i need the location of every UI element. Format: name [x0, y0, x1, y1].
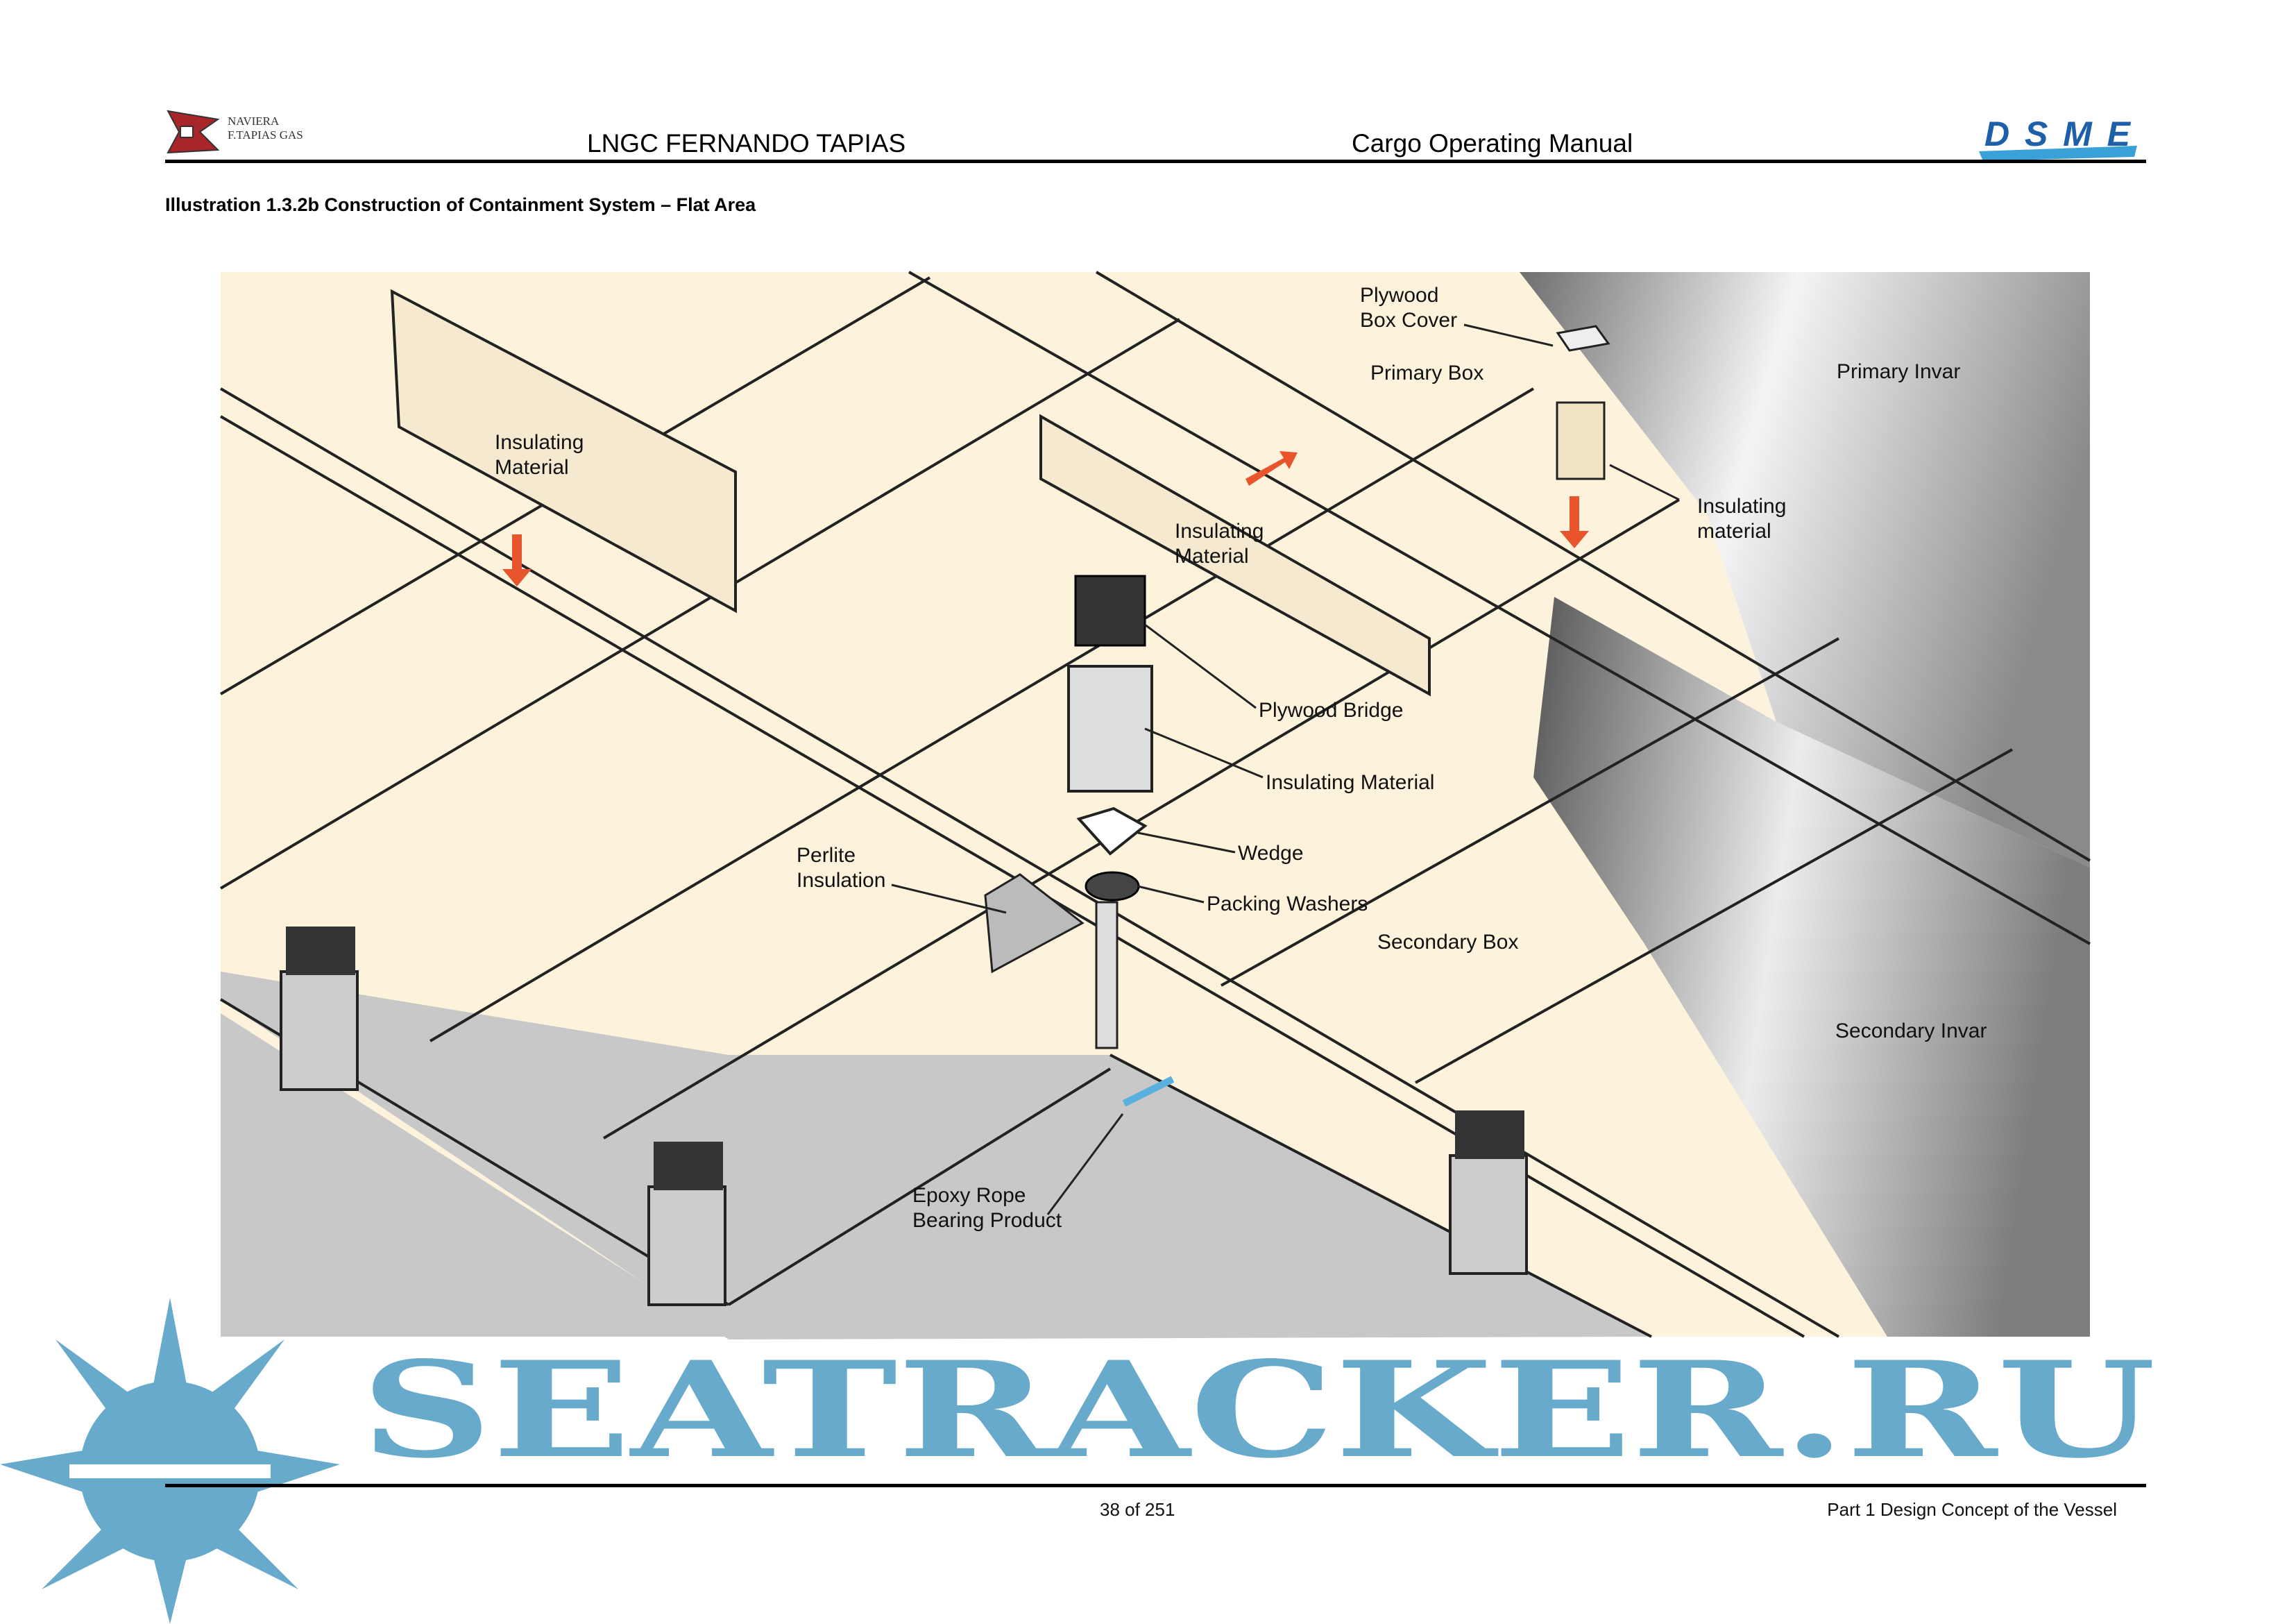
wedge	[1076, 806, 1148, 856]
plywood-box-cover	[1556, 325, 1610, 352]
header-rule	[165, 160, 2146, 163]
plywood-bridge	[1074, 575, 1146, 647]
label-line: Material	[1175, 545, 1249, 568]
label-line: Bearing Product	[912, 1209, 1062, 1232]
vessel-name: LNGC FERNANDO TAPIAS	[587, 129, 906, 158]
bolt	[1095, 901, 1119, 1049]
label-line: Insulating	[1697, 495, 1787, 518]
label-primary-invar: Primary Invar	[1837, 360, 1961, 383]
label-secondary-box: Secondary Box	[1377, 931, 1519, 954]
primary-invar	[1520, 272, 2090, 868]
label-line: Insulation	[797, 869, 886, 892]
arrows	[502, 451, 1589, 586]
hull-floor	[221, 986, 1651, 1339]
label-line: Insulating	[1175, 520, 1264, 543]
logo-line-2: F.TAPIAS GAS	[228, 128, 303, 142]
label-line: Insulating	[495, 431, 584, 454]
packing-washers	[1085, 871, 1140, 902]
sun-watermark-icon	[0, 1298, 340, 1624]
insulating-block-left	[390, 289, 737, 614]
side-post	[647, 1185, 726, 1306]
epoxy-rope	[1122, 1076, 1175, 1107]
label-wedge: Wedge	[1238, 842, 1304, 865]
perlite-insulation	[984, 873, 1085, 974]
illustration-title: Illustration 1.3.2b Construction of Cont…	[165, 194, 756, 215]
label-packing-washers: Packing Washers	[1207, 893, 1368, 915]
insulating-material-right	[1556, 401, 1606, 480]
side-post	[1449, 1154, 1528, 1275]
label-secondary-invar: Secondary Invar	[1835, 1020, 1987, 1042]
label-primary-box: Primary Box	[1370, 362, 1484, 384]
label-plywood-bridge: Plywood Bridge	[1259, 699, 1404, 722]
secondary-invar	[1533, 597, 2090, 1337]
dsme-logo: DSME	[1978, 115, 2141, 161]
flag-icon	[167, 110, 220, 154]
page-number: 38 of 251	[1100, 1499, 1175, 1520]
label-line: material	[1697, 520, 1771, 543]
watermark-text: SEATRACKER.RU	[361, 1341, 2156, 1480]
label-line: Perlite	[797, 844, 856, 867]
label-line: Box Cover	[1360, 309, 1458, 332]
label-line: Material	[495, 456, 569, 479]
company-logo	[165, 110, 221, 154]
side-post	[280, 970, 359, 1091]
section-title: Part 1 Design Concept of the Vessel	[1827, 1499, 2117, 1520]
insulating-block-center	[1039, 414, 1431, 697]
label-line: Plywood	[1360, 284, 1439, 307]
manual-title: Cargo Operating Manual	[1352, 129, 1633, 158]
footer-rule	[165, 1484, 2146, 1487]
logo-line-1: NAVIERA	[228, 115, 280, 128]
label-line: Epoxy Rope	[912, 1184, 1026, 1207]
insulating-post	[1067, 665, 1153, 793]
company-logo-text: NAVIERA F.TAPIAS GAS	[228, 115, 303, 142]
label-insulating-material-post: Insulating Material	[1266, 771, 1435, 794]
